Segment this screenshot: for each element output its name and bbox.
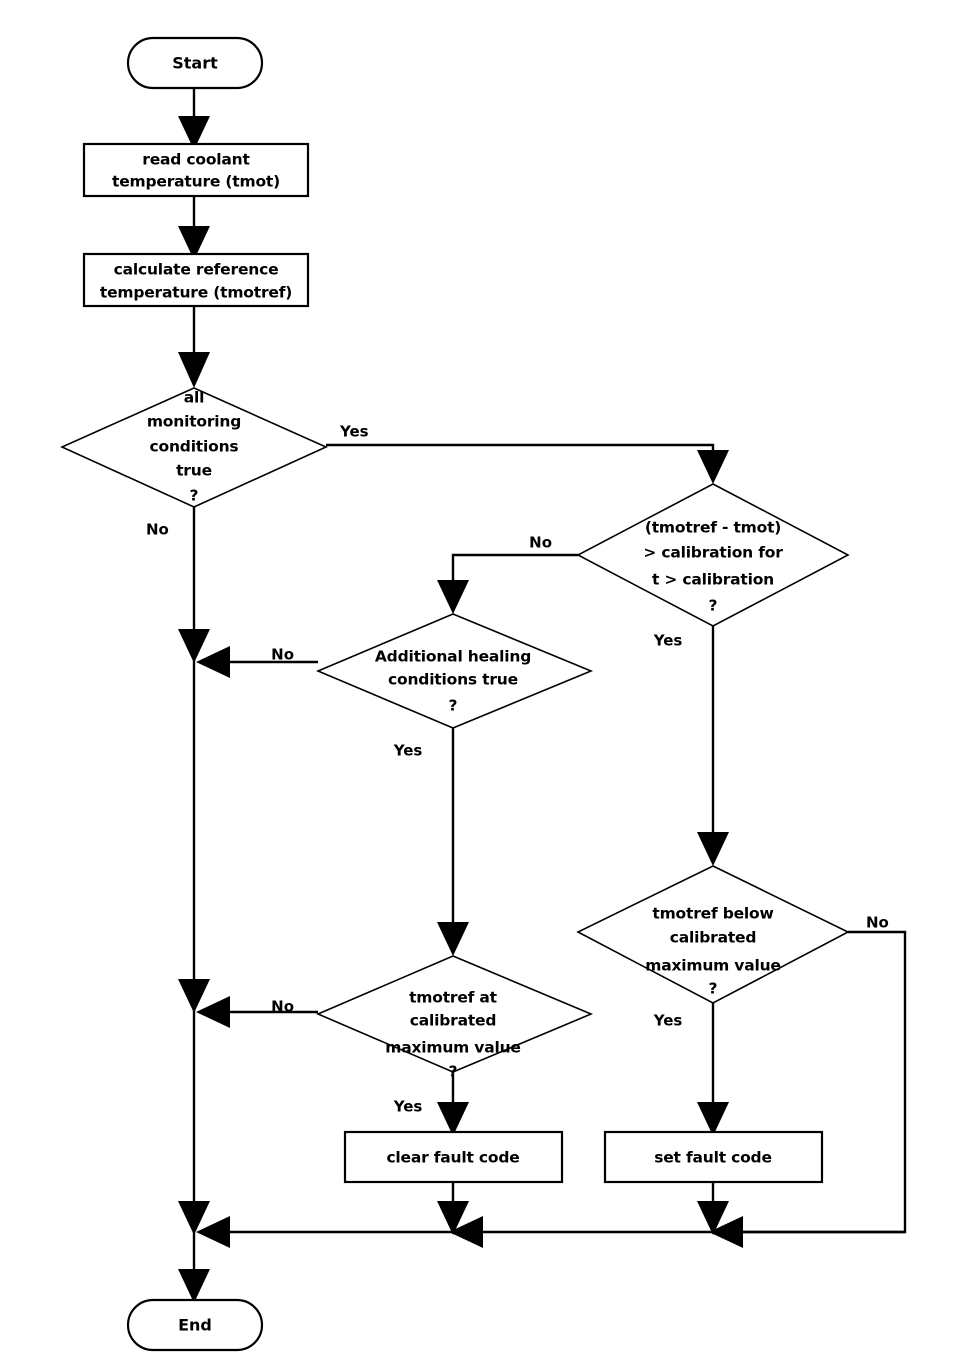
- arrowhead-read-coolant: [178, 116, 210, 150]
- arrowhead-rail-merge-set: [709, 1216, 743, 1248]
- node-healing-conditions[interactable]: [315, 613, 594, 729]
- arrowhead-calc-ref: [178, 226, 210, 260]
- edge-delta-no: [451, 553, 578, 610]
- arrowhead-rail-merge-clear: [449, 1216, 483, 1248]
- node-calc-reference-line1: calculate reference: [114, 261, 279, 279]
- edge-label-delta-no: No: [529, 534, 552, 552]
- arrowhead-merge-2-left: [196, 996, 230, 1028]
- node-tmotref-at-max[interactable]: [315, 955, 594, 1073]
- node-start-label: Start: [172, 54, 218, 73]
- node-monitoring-qmark: ?: [190, 487, 199, 505]
- node-set-fault-code[interactable]: [603, 1130, 824, 1184]
- node-tmotref-below-max[interactable]: [576, 865, 850, 1004]
- edge-label-below-max-yes: Yes: [653, 1012, 683, 1030]
- edge-label-healing-no: No: [271, 646, 294, 664]
- node-delta-calibration[interactable]: [576, 483, 850, 627]
- node-start[interactable]: [126, 36, 264, 90]
- arrowhead-merge-3-down: [178, 1201, 210, 1235]
- arrowhead-at-max: [437, 922, 469, 956]
- node-read-coolant-line2: temperature (tmot): [112, 173, 280, 191]
- node-clear-fault-label: clear fault code: [386, 1149, 519, 1167]
- node-set-fault-label: set fault code: [654, 1149, 772, 1167]
- node-below-max-line2: calibrated: [670, 929, 757, 947]
- node-read-coolant[interactable]: [82, 142, 310, 198]
- node-monitoring-conditions[interactable]: [60, 387, 328, 508]
- node-healing-line1: Additional healing: [375, 648, 531, 666]
- node-monitoring-line2: monitoring: [147, 413, 241, 431]
- edge-label-monitoring-no: No: [146, 521, 169, 539]
- arrowhead-rail-clear: [437, 1201, 469, 1235]
- arrowhead-below-max: [697, 832, 729, 866]
- arrowhead-healing: [437, 580, 469, 614]
- node-below-max-line1: tmotref below: [652, 905, 773, 923]
- node-at-max-line1: tmotref at: [409, 989, 498, 1007]
- node-calc-reference-line2: temperature (tmotref): [100, 284, 292, 302]
- edge-label-delta-yes: Yes: [653, 632, 683, 650]
- node-below-max-line3: maximum value: [645, 957, 780, 975]
- node-at-max-line3: maximum value: [385, 1039, 520, 1057]
- edge-label-below-max-no: No: [866, 914, 889, 932]
- node-healing-qmark: ?: [449, 697, 458, 715]
- node-at-max-qmark: ?: [449, 1063, 458, 1081]
- arrowhead-clear-fault: [437, 1102, 469, 1136]
- node-end[interactable]: [126, 1298, 264, 1352]
- arrowhead-merge-1-left: [196, 646, 230, 678]
- arrowhead-set-fault: [697, 1102, 729, 1136]
- edge-monitoring-yes: [326, 443, 715, 480]
- node-delta-line2: > calibration for: [643, 544, 783, 562]
- node-monitoring-line4: true: [176, 462, 212, 480]
- edge-label-healing-yes: Yes: [393, 742, 423, 760]
- node-monitoring-line3: conditions: [150, 438, 239, 456]
- node-calc-reference[interactable]: [82, 252, 310, 308]
- arrowhead-rail-merge-left: [196, 1216, 230, 1248]
- node-healing-line2: conditions true: [388, 671, 518, 689]
- node-delta-qmark: ?: [709, 597, 718, 615]
- node-read-coolant-line1: read coolant: [142, 151, 250, 169]
- arrowhead-rail-set: [697, 1201, 729, 1235]
- edge-label-at-max-yes: Yes: [393, 1098, 423, 1116]
- node-end-label: End: [178, 1316, 212, 1335]
- arrowhead-delta-calib: [697, 450, 729, 484]
- node-delta-line3: t > calibration: [652, 571, 774, 589]
- arrowhead-end: [178, 1269, 210, 1303]
- arrowhead-merge-2-down: [178, 979, 210, 1013]
- node-below-max-qmark: ?: [709, 980, 718, 998]
- node-delta-line1: (tmotref - tmot): [645, 519, 781, 537]
- node-monitoring-line1: all: [184, 389, 205, 407]
- arrowhead-merge-1-down: [178, 629, 210, 663]
- node-clear-fault-code[interactable]: [343, 1130, 564, 1184]
- edge-label-monitoring-yes: Yes: [339, 423, 369, 441]
- arrowhead-monitoring: [178, 352, 210, 388]
- edge-label-at-max-no: No: [271, 998, 294, 1016]
- node-at-max-line2: calibrated: [410, 1012, 497, 1030]
